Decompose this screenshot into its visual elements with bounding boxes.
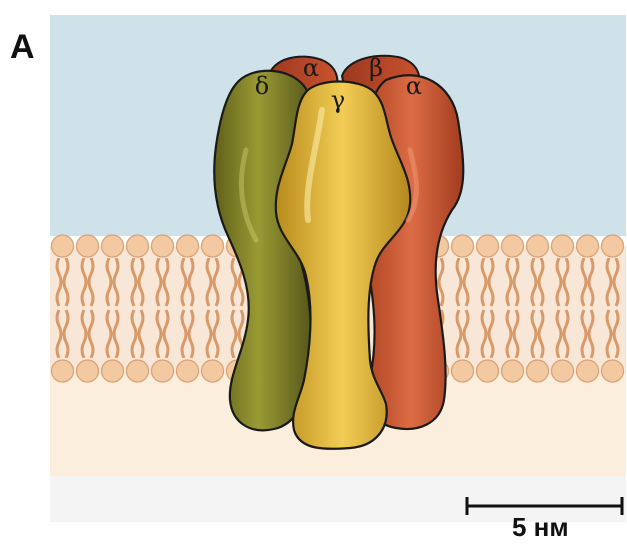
label-gamma: γ [331, 86, 345, 114]
panel-label: A [10, 28, 35, 67]
label-alpha-top: α [303, 54, 319, 82]
label-beta: β [369, 54, 383, 82]
label-alpha-right: α [406, 72, 422, 100]
label-delta: δ [255, 72, 269, 100]
scale-bar-label: 5 нм [512, 512, 569, 543]
